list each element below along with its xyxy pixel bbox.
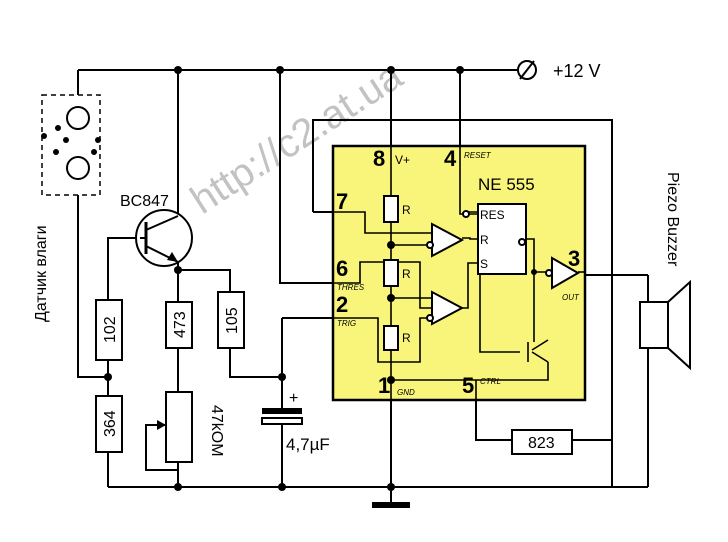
- svg-text:473: 473: [172, 311, 189, 338]
- svg-text:364: 364: [102, 410, 119, 437]
- circuit-wires: [77, 69, 649, 505]
- resistor-105: 105: [217, 291, 245, 349]
- internal-resistor-top: [383, 195, 399, 223]
- supply-terminal-slash: [519, 60, 535, 80]
- pin6-label: THRES: [337, 283, 365, 292]
- svg-text:823: 823: [528, 435, 555, 452]
- resistor-364: 364: [95, 395, 123, 453]
- pin6-number: 6: [336, 256, 348, 281]
- pin5-number: 5: [462, 373, 474, 398]
- internal-resistor-bottom-label: R: [402, 331, 411, 345]
- pin3-number: 3: [568, 246, 580, 271]
- capacitor-polarity: +: [289, 390, 298, 407]
- reset-bubble: [462, 210, 470, 218]
- upper-comparator: [431, 222, 465, 258]
- chip-name: NE 555: [478, 175, 535, 194]
- capacitor-4-7uf: + 4,7µF: [261, 390, 330, 454]
- lower-comparator-bubble: [426, 314, 434, 322]
- bc847-transistor-icon: [135, 209, 193, 267]
- transistor-label: BC847: [120, 193, 169, 210]
- internal-resistor-middle: [383, 259, 399, 287]
- piezo-buzzer-icon: [639, 275, 691, 371]
- pin4-number: 4: [444, 146, 457, 171]
- pin5-label: CTRL: [480, 377, 501, 386]
- buzzer-label: Piezo Buzzer: [664, 172, 681, 267]
- svg-text:102: 102: [102, 316, 119, 343]
- resistor-473: 473: [165, 301, 193, 349]
- internal-resistor-middle-label: R: [402, 267, 411, 281]
- output-buffer-bubble: [545, 269, 553, 277]
- upper-comparator-bubble: [426, 241, 434, 249]
- supply-label: +12 V: [553, 61, 601, 81]
- ne555-chip-body: [331, 144, 587, 402]
- flip-flop: [477, 203, 527, 275]
- flip-flop-res-label: RES: [480, 208, 505, 222]
- internal-resistor-top-label: R: [402, 203, 411, 217]
- junction-dots: [104, 66, 537, 491]
- pin8-label: V+: [395, 153, 410, 167]
- pin2-number: 2: [336, 292, 348, 317]
- lower-comparator: [431, 290, 465, 326]
- resistor-102: 102: [95, 299, 123, 361]
- pin1-label: GND: [397, 388, 415, 397]
- pin4-label: RESET: [464, 151, 492, 160]
- svg-text:105: 105: [224, 307, 241, 334]
- potentiometer-47k: 47kOM: [148, 391, 225, 463]
- capacitor-label: 4,7µF: [286, 435, 330, 454]
- flip-flop-output-bubble: [518, 238, 526, 246]
- pin7-number: 7: [336, 189, 348, 214]
- pin8-number: 8: [373, 146, 385, 171]
- moisture-sensor-box: [41, 94, 101, 196]
- ground-icon: [372, 502, 410, 508]
- resistor-823: 823: [511, 429, 573, 455]
- internal-resistor-bottom: [383, 325, 399, 351]
- pin3-label: OUT: [562, 293, 580, 302]
- sensor-label: Датчик влаги: [33, 225, 50, 322]
- pin2-label: TRIG: [337, 319, 356, 328]
- sensor-electrode-top-icon: [66, 106, 90, 130]
- pot-label: 47kOM: [208, 405, 225, 457]
- sensor-electrode-bottom-icon: [66, 156, 90, 180]
- flip-flop-s-label: S: [480, 257, 488, 271]
- flip-flop-r-label: R: [480, 233, 489, 247]
- pin1-number: 1: [378, 373, 390, 398]
- emitter-arrow-icon: [167, 252, 178, 262]
